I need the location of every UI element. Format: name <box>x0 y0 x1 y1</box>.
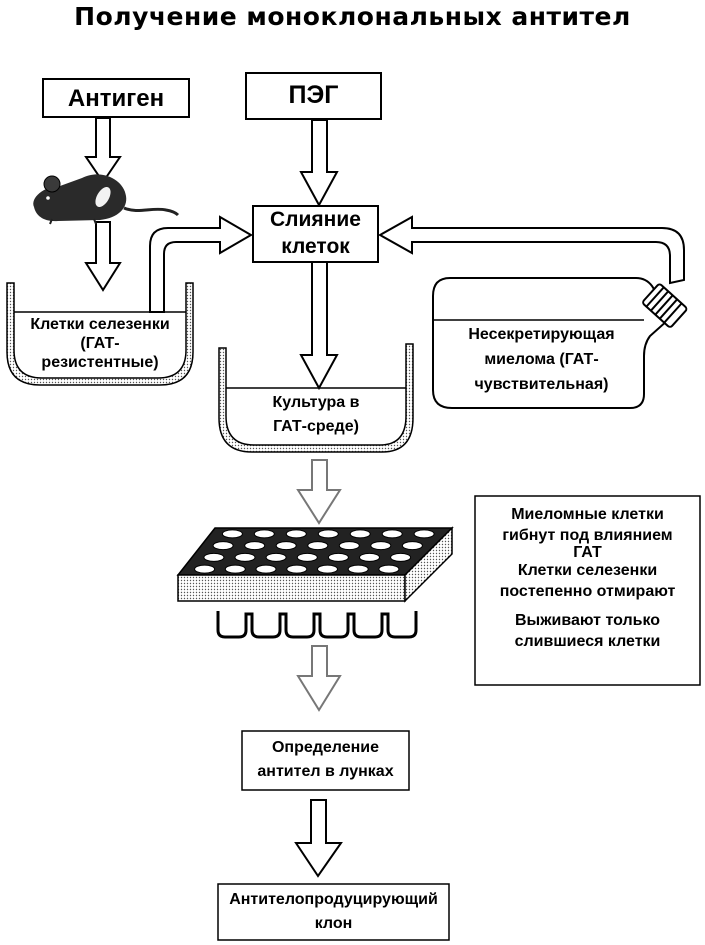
plate-well <box>286 564 308 574</box>
detection-label-line1: Определение <box>271 739 380 756</box>
fusion-label-line1: Слияние <box>270 208 361 231</box>
myeloma-label-line1: Несекретирующая <box>468 326 615 343</box>
info-line3: ГАТ <box>573 544 602 561</box>
plate-well <box>317 564 338 574</box>
spleen-label-line3: резистентные) <box>41 354 159 371</box>
info-line2: гибнут под влиянием <box>502 527 673 544</box>
arrow-antigen-mouse <box>84 117 122 184</box>
arrow-plate-detection <box>296 645 342 712</box>
plate-well <box>381 529 403 539</box>
arrow-mouse-spleen <box>84 221 122 292</box>
plate-well <box>307 541 329 551</box>
info-line5: постепенно отмирают <box>499 583 676 600</box>
clone-box <box>217 883 450 941</box>
spleen-label-line2: (ГАТ- <box>80 335 120 352</box>
plate-well <box>203 552 225 562</box>
plate-well <box>224 564 246 574</box>
info-line6: Выживают только <box>514 612 661 629</box>
detection-label-line2: антител в лунках <box>257 763 394 780</box>
mouse-icon <box>33 174 180 225</box>
plate-well <box>317 529 339 539</box>
plate-well <box>194 564 216 574</box>
fusion-box <box>252 205 379 263</box>
well-cross-section <box>216 611 418 639</box>
spleen-dish <box>6 282 194 386</box>
culture-label: Культура в ГАТ-среде) <box>228 391 404 439</box>
spleen-label: Клетки селезенки (ГАТ- резистентные) <box>16 315 184 372</box>
clone-label-line1: Антителопродуцирующий <box>229 891 438 908</box>
plate-well <box>212 541 234 551</box>
plate-well <box>370 541 392 551</box>
peg-label: ПЭГ <box>288 81 339 109</box>
arrow-fusion-culture <box>299 261 339 391</box>
plate-well <box>244 541 266 551</box>
arrow-detection-clone <box>294 799 343 878</box>
info-box <box>474 495 701 686</box>
info-line4: Клетки селезенки <box>517 562 658 579</box>
antigen-box <box>42 78 190 118</box>
plate-well <box>390 552 412 562</box>
plate-well <box>413 529 435 539</box>
plate-well <box>347 564 369 574</box>
arrow-myeloma-fusion <box>377 215 685 285</box>
plate-well <box>255 564 277 574</box>
plate-well <box>327 552 349 562</box>
info-line7: слившиеся клетки <box>514 633 661 650</box>
well-plate-icon <box>176 526 454 603</box>
culture-dish <box>218 343 414 453</box>
plate-well <box>349 529 371 539</box>
plate-well <box>359 552 380 562</box>
plate-well <box>221 529 243 539</box>
plate-well <box>296 552 318 562</box>
plate-well <box>401 541 423 551</box>
myeloma-label: Несекретирующая миелома (ГАТ- чувствител… <box>444 322 639 397</box>
plate-well <box>265 552 287 562</box>
info-text: Миеломные клетки гибнут под влиянием ГАТ… <box>475 504 700 652</box>
culture-label-line2: ГАТ-среде) <box>273 418 359 435</box>
plate-well <box>285 529 307 539</box>
info-line1: Миеломные клетки <box>511 506 664 523</box>
detection-label: Определение антител в лунках <box>242 736 409 784</box>
plate-well <box>275 541 297 551</box>
arrow-culture-plate <box>296 459 342 525</box>
clone-label-line2: клон <box>314 915 353 932</box>
plate-well <box>378 564 400 574</box>
myeloma-label-line3: чувствительная) <box>474 376 609 393</box>
spleen-label-line1: Клетки селезенки <box>30 316 170 333</box>
detection-box <box>241 730 410 791</box>
peg-box <box>245 72 382 120</box>
fusion-label-line2: клеток <box>281 235 350 258</box>
culture-label-line1: Культура в <box>272 394 360 411</box>
antigen-label: Антиген <box>67 85 165 112</box>
myeloma-flask <box>432 277 688 409</box>
plate-well <box>338 541 360 551</box>
arrow-spleen-fusion <box>149 215 253 313</box>
fusion-label: Слияние клеток <box>253 206 378 260</box>
plate-well <box>253 529 275 539</box>
diagram-title: Получение моноклональных антител <box>74 2 631 31</box>
clone-label: Антителопродуцирующий клон <box>218 888 449 936</box>
arrow-peg-fusion <box>299 119 339 208</box>
myeloma-label-line2: миелома (ГАТ- <box>484 351 599 368</box>
plate-well <box>234 552 256 562</box>
